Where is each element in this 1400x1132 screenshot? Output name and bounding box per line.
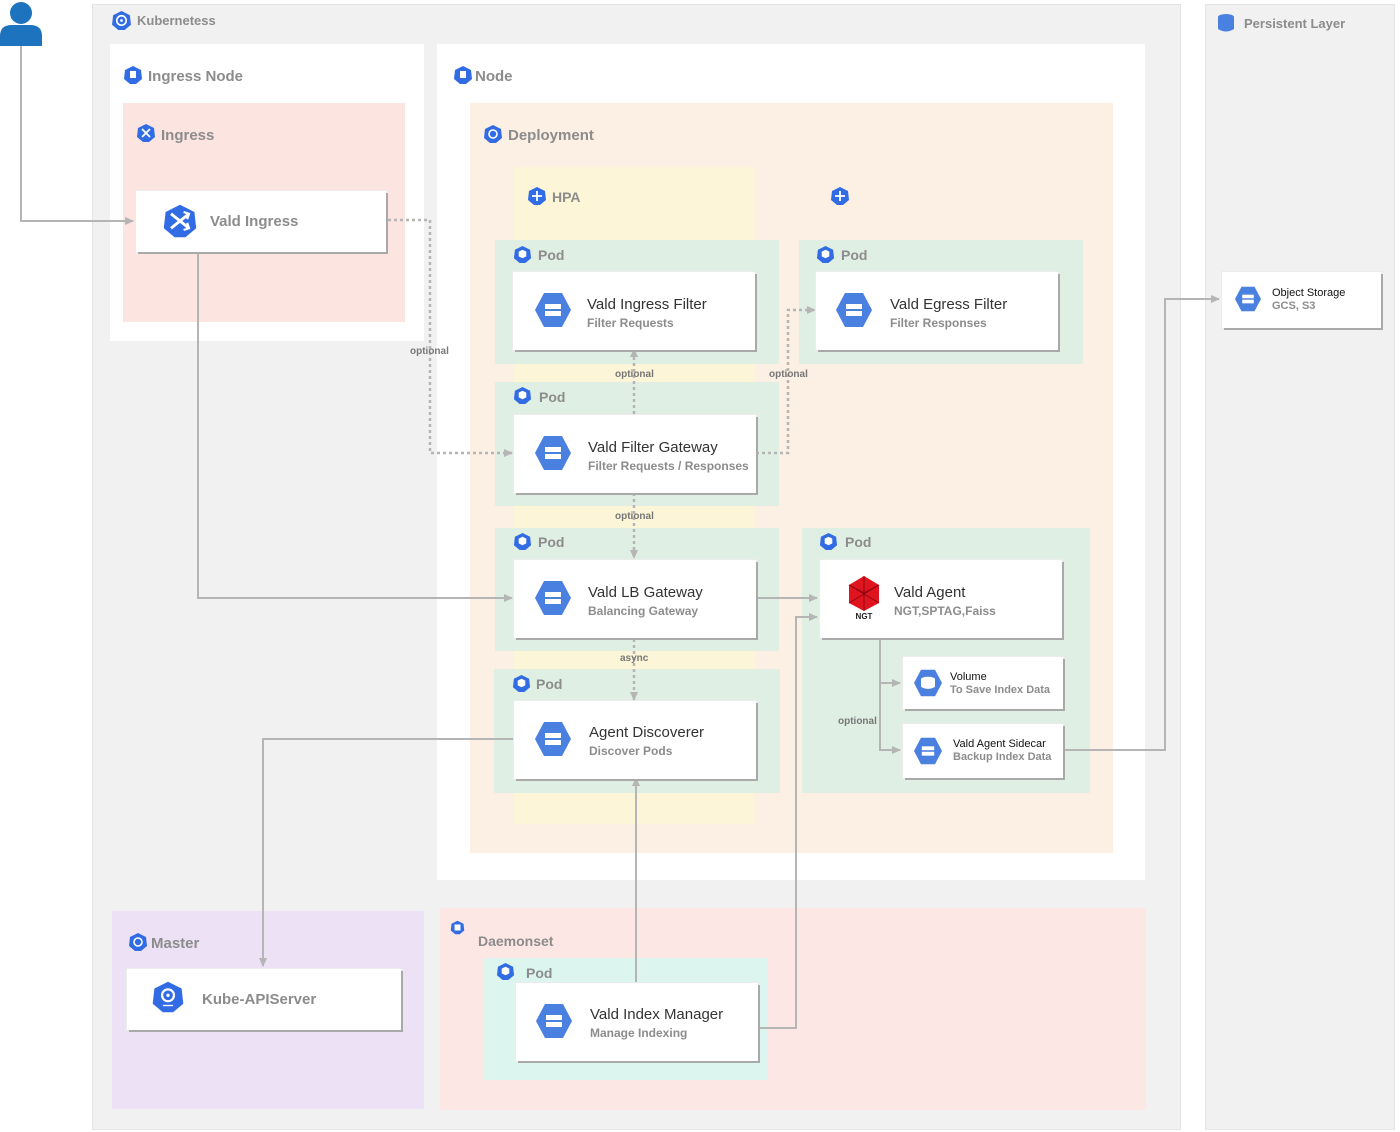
persistent-layer: [1205, 4, 1395, 1130]
card-subtitle: NGT,SPTAG,Faiss: [894, 604, 996, 618]
vald-index-manager-card[interactable]: Vald Index Manager Manage Indexing: [516, 983, 758, 1061]
card-subtitle: Filter Requests / Responses: [588, 459, 749, 473]
card-title: Vald Index Manager: [590, 1006, 724, 1023]
ingress-node-label: Ingress Node: [148, 68, 244, 85]
pod-icon: [513, 386, 532, 405]
card-subtitle: Discover Pods: [589, 744, 673, 758]
hpa-egress-icon: [830, 186, 850, 206]
vald-lb-gateway-card[interactable]: Vald LB Gateway Balancing Gateway: [514, 560, 756, 638]
card-title: Vald Ingress: [210, 213, 299, 230]
edge-agent-sidecar: [879, 683, 901, 754]
edge-user-ingress: [20, 46, 134, 225]
compute-engine-icon: [534, 292, 572, 328]
edge-label-optional: optional: [769, 369, 808, 380]
card-title: Vald Filter Gateway: [588, 439, 718, 456]
deployment-icon: [483, 124, 503, 144]
vald-agent-card[interactable]: NGT Vald Agent NGT,SPTAG,Faiss: [820, 560, 1062, 638]
edge-label-optional: optional: [838, 716, 877, 727]
daemonset-icon: [450, 920, 465, 935]
volume-card[interactable]: Volume To Save Index Data: [903, 657, 1063, 709]
card-title: Object Storage: [1272, 287, 1346, 299]
vald-filter-gateway-card[interactable]: Vald Filter Gateway Filter Requests / Re…: [514, 415, 756, 493]
compute-engine-icon: [913, 737, 943, 765]
edge-filtergw-egress: [756, 306, 816, 455]
ngt-logo-text: NGT: [855, 612, 873, 621]
daemonset-label: Daemonset: [478, 933, 554, 949]
card-title: Vald LB Gateway: [588, 584, 703, 601]
pod-label: Pod: [841, 247, 868, 263]
hpa-label: HPA: [552, 189, 581, 205]
ingress-icon: [136, 123, 156, 143]
persistent-layer-label: Persistent Layer: [1244, 16, 1346, 31]
card-title: Kube-APIServer: [202, 991, 317, 1008]
card-title: Vald Agent: [894, 584, 966, 601]
agent-discoverer-card[interactable]: Agent Discoverer Discover Pods: [514, 701, 756, 779]
card-subtitle: To Save Index Data: [950, 684, 1051, 696]
pod-icon: [513, 532, 532, 551]
compute-engine-icon: [835, 292, 873, 328]
card-subtitle: Filter Responses: [890, 316, 987, 330]
pod-label: Pod: [536, 676, 563, 692]
pod-icon: [819, 532, 838, 551]
edge-ingress-filtergw: [388, 218, 513, 457]
kubernetes-api-icon: [151, 980, 185, 1014]
ngt-logo-icon: NGT: [844, 575, 884, 621]
database-icon: [1217, 13, 1235, 33]
compute-engine-icon: [534, 580, 572, 616]
edge-discoverer-api: [259, 738, 514, 967]
node-icon: [453, 65, 473, 85]
card-title: Volume: [950, 671, 987, 683]
vald-agent-sidecar-card[interactable]: Vald Agent Sidecar Backup Index Data: [903, 724, 1063, 778]
vald-ingress-filter-card[interactable]: Vald Ingress Filter Filter Requests: [513, 272, 755, 350]
master-label: Master: [151, 935, 200, 952]
pod-icon: [513, 245, 532, 264]
database-icon: [913, 669, 943, 697]
edge-sidecar-storage: [1064, 295, 1220, 751]
object-storage-card[interactable]: Object Storage GCS, S3: [1222, 272, 1381, 328]
pod-label: Pod: [538, 247, 565, 263]
pod-icon: [496, 962, 515, 981]
deployment-label: Deployment: [508, 127, 594, 144]
kubernetes-label: Kubernetess: [137, 13, 216, 28]
vald-ingress-card[interactable]: Vald Ingress: [136, 191, 386, 252]
pod-label: Pod: [538, 534, 565, 550]
kube-apiserver-card[interactable]: Kube-APIServer: [127, 969, 401, 1030]
pod-icon: [816, 245, 835, 264]
card-subtitle: GCS, S3: [1272, 300, 1316, 312]
edge-manager-agent: [758, 613, 818, 1029]
kubernetes-icon: [111, 10, 132, 31]
master-icon: [128, 932, 148, 952]
card-title: Vald Agent Sidecar: [953, 738, 1046, 750]
edge-label-optional: optional: [615, 511, 654, 522]
card-subtitle: Backup Index Data: [953, 751, 1052, 763]
ingress-label: Ingress: [161, 127, 215, 144]
edge-agent-volume: [879, 638, 901, 687]
compute-engine-icon: [534, 721, 572, 757]
ingress-icon: [162, 203, 198, 239]
vald-egress-filter-card[interactable]: Vald Egress Filter Filter Responses: [816, 272, 1058, 350]
pod-label: Pod: [845, 534, 872, 550]
compute-engine-icon: [1234, 286, 1262, 312]
pod-icon: [512, 674, 531, 693]
edge-label-async: async: [620, 653, 649, 664]
edge-label-optional: optional: [410, 346, 449, 357]
card-subtitle: Filter Requests: [587, 316, 674, 330]
card-title: Vald Egress Filter: [890, 296, 1008, 313]
card-subtitle: Manage Indexing: [590, 1026, 688, 1040]
ingress-node-icon: [123, 65, 143, 85]
pod-label: Pod: [539, 389, 566, 405]
card-subtitle: Balancing Gateway: [588, 604, 699, 618]
compute-engine-icon: [534, 435, 572, 471]
card-title: Agent Discoverer: [589, 724, 705, 741]
card-title: Vald Ingress Filter: [587, 296, 707, 313]
hpa-icon: [527, 186, 547, 206]
node-label: Node: [475, 68, 513, 85]
edge-ingress-lb: [197, 252, 513, 602]
compute-engine-icon: [535, 1003, 573, 1039]
pod-label: Pod: [526, 965, 553, 981]
user-icon: [0, 0, 42, 46]
edge-label-optional: optional: [615, 369, 654, 380]
